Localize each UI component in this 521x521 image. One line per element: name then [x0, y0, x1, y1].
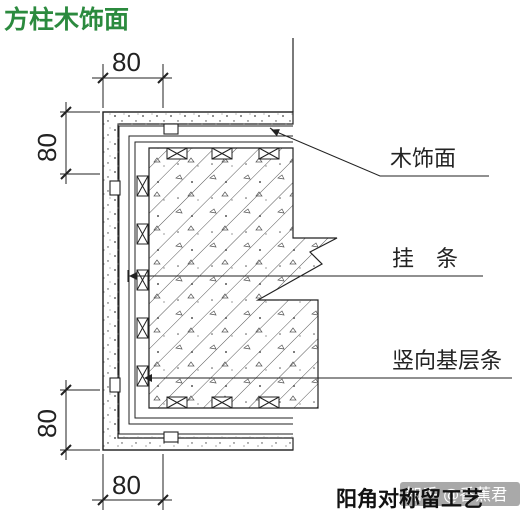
base-board-layer-inner — [134, 141, 293, 419]
dimension-top-value: 80 — [112, 47, 141, 77]
label-vertical-base: 竖向基层条 — [392, 349, 502, 374]
base-strips-bottom — [166, 396, 280, 409]
base-strips-left — [136, 175, 149, 387]
dimension-top — [92, 64, 172, 108]
label-wood-veneer: 木饰面 — [390, 147, 456, 172]
label-hanging-strip: 挂 条 — [392, 247, 458, 272]
dimension-bottom — [92, 454, 172, 510]
drawing-caption: 阳角对称留工艺 — [336, 487, 483, 511]
dimension-left-top-value: 80 — [32, 133, 62, 162]
dimension-left-bottom-value: 80 — [32, 409, 62, 438]
watermark: 知乎 @香蕉君 — [406, 485, 507, 504]
drawing-title: 方柱木饰面 — [4, 5, 129, 34]
veneer-outline-outer — [102, 111, 293, 451]
watermark-background — [400, 482, 520, 506]
veneer-outline-inner — [118, 125, 293, 435]
base-strips-top — [166, 147, 280, 160]
base-board-layer — [128, 135, 293, 425]
dimension-left-top — [60, 102, 100, 184]
outer-finish-left — [103, 112, 119, 450]
leader-wood-veneer — [271, 129, 489, 177]
column-core-texture — [149, 148, 337, 408]
outer-finish-bottom — [103, 436, 293, 450]
outer-finish-top — [103, 112, 293, 126]
dimension-bottom-value: 80 — [112, 470, 141, 500]
dimension-left-bottom — [60, 380, 100, 460]
